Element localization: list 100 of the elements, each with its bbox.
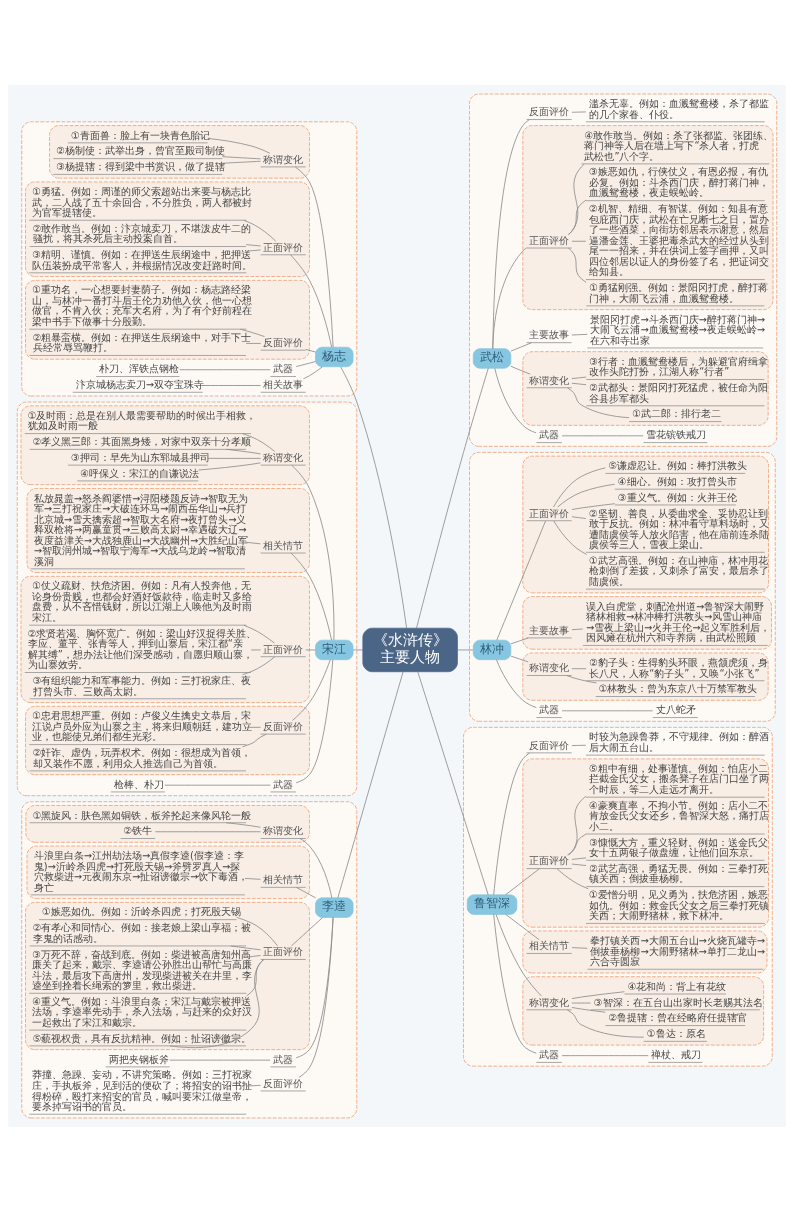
node-text: 滥杀无辜。例如：血溅鸳鸯楼，杀了都监的几个家眷、仆役。 xyxy=(588,98,769,120)
connector xyxy=(553,467,606,508)
node-text: ②求贤若渴、胸怀宽广。例如：梁山好汉捉得关胜、李应、董平、张青等人，押到山寨后，宋江都“亲解其缚”，想办法让他们深受感动，自愿归顺山寨，为山寨效劳。 xyxy=(27,627,257,671)
connector xyxy=(225,822,261,828)
node-text: ②粗暴蛮横。例如：在押送生辰纲途中，对手下士兵经常辱骂鞭打。 xyxy=(32,331,252,354)
node-text: 雪花镔铁戒刀 xyxy=(646,429,707,441)
connector xyxy=(571,744,587,746)
connector xyxy=(566,675,597,684)
connector xyxy=(352,649,364,651)
node-text: 正面评价 xyxy=(263,643,304,655)
connector xyxy=(493,752,530,896)
node-text: 正面评价 xyxy=(529,855,570,867)
connector xyxy=(567,833,587,856)
connector xyxy=(510,637,529,645)
connector xyxy=(567,387,630,419)
node-box: 《水浒传》主要人物 xyxy=(362,627,458,673)
node-text: 武器 xyxy=(539,1049,560,1061)
node-text: ③智深：在五台山出家时长老赐其法名 xyxy=(593,996,763,1008)
node-text: 枪棒、朴刀 xyxy=(113,778,164,790)
node-text: 称谓变化 xyxy=(529,996,570,1008)
node-text: 朴刀、浑铁点钢枪 xyxy=(99,363,180,375)
connector xyxy=(179,369,271,371)
connector xyxy=(242,433,276,452)
node-text: ②杨制使：武举出身，曾官至殿司制使 xyxy=(56,145,226,157)
connector xyxy=(510,655,529,663)
connector xyxy=(416,367,489,629)
node-text: ④细心。例如：攻打曾头市 xyxy=(617,475,737,487)
node-text: 正面评价 xyxy=(529,507,570,519)
connector xyxy=(295,361,316,367)
connector xyxy=(561,1055,649,1057)
node-text: ①及时雨：总是在别人最需要帮助的时候出手相救，犹如及时雨一般 xyxy=(27,409,257,432)
connector xyxy=(571,991,625,999)
connector xyxy=(571,857,587,860)
node-text: ①仗义疏财、扶危济困。例如：凡有人投奔他，无论身份贵贱，也都会好酒好饭款待，临走时又多给盘费，从不吝惜钱财，所以江湖上人唤他为及时雨宋江。 xyxy=(32,580,253,623)
connector xyxy=(290,254,333,348)
connector xyxy=(571,516,587,519)
connector xyxy=(246,1084,262,1087)
node-text: 称谓变化 xyxy=(529,374,570,386)
node-text: ②孝义黑三郎：其面黑身矮，对家中双亲十分孝顺 xyxy=(32,436,252,448)
connector xyxy=(567,199,587,235)
connector xyxy=(244,541,261,545)
connector xyxy=(298,917,334,1078)
connector xyxy=(305,349,316,353)
connector xyxy=(303,366,323,380)
connector xyxy=(571,503,616,510)
node-text: ②豹子头：生得豹头环眼，燕颔虎须，身长八尺，人称“豹子头”，又唤“小张飞” xyxy=(589,657,769,679)
connector xyxy=(222,160,261,164)
connector xyxy=(243,624,275,644)
connector xyxy=(242,733,267,748)
connector xyxy=(250,649,261,651)
node-text: ①勇猛刚强。例如：景阳冈打虎，醉打蒋门神，大闹飞云浦，血溅鸳鸯楼。 xyxy=(589,282,769,304)
connector xyxy=(492,119,530,350)
connector xyxy=(222,156,261,160)
connector xyxy=(571,333,588,336)
node-text: ④花和尚：背上有花纹 xyxy=(627,980,727,992)
node-text: ①重功名，一心想要封妻荫子。例如：杨志路经梁山，与林冲一番打斗后王伦力劝他入伙，他一心想做官，不肯入伙；充军大名府，为了有个好前程在梁中书手下做事十分殷勤。 xyxy=(32,284,253,327)
node-text: ③押司：早先为山东郓城县押司 xyxy=(70,451,210,463)
node-box: 鲁智深 xyxy=(466,894,518,915)
connector xyxy=(230,945,261,951)
node-text: ①武二郎：排行老二 xyxy=(632,408,721,420)
connector xyxy=(571,1002,591,1004)
node-text: 反面评价 xyxy=(263,720,304,732)
connector xyxy=(198,462,261,471)
node-text: ②机智、精细、有智谋。例如：知县有意包庇西门庆，武松在亡兄断七之日，置办了一些酒菜，向街坊邻居表示谢意，然后逼潘金莲、王婆把毒杀武大的经过从头到尾一一招来，并在供词上签字画押，又叫四位邻居以证人的身份签了名，把证词交给知县。 xyxy=(588,203,769,278)
node-text: 武器 xyxy=(273,778,294,790)
cluster xyxy=(21,121,358,397)
connector xyxy=(495,914,542,997)
node-text: 主要故事 xyxy=(529,329,570,341)
connector xyxy=(299,838,333,899)
cluster xyxy=(522,125,774,311)
connector xyxy=(553,520,588,555)
connector xyxy=(561,710,654,712)
node-text: 正面评价 xyxy=(263,241,304,253)
connector xyxy=(225,448,261,455)
node-box: 武松 xyxy=(472,348,512,369)
connector xyxy=(291,464,335,641)
connector xyxy=(239,328,265,338)
connector xyxy=(571,376,587,380)
node-text: 反面评价 xyxy=(263,336,304,348)
node-text: ②武艺高强，勇猛无畏。例如：三拳打死镇关西；倒拔垂杨柳。 xyxy=(589,862,769,885)
node-text: 景阳冈打虎→斗杀西门庆→醉打蒋门神→大闹飞云浦→血溅鸳鸯楼→夜走蜈蚣岭→在六和寺出家 xyxy=(590,313,765,346)
node-text: ②敢作敢当。例如：汴京城卖刀，不堪泼皮牛二的骚扰，将其杀死后主动投案自首。 xyxy=(32,222,252,245)
node-text: 禅杖、戒刀 xyxy=(651,1049,702,1061)
connector xyxy=(169,1059,271,1061)
node-box: 宋江 xyxy=(315,639,354,661)
node-text: ①林教头：曾为东京八十万禁军教头 xyxy=(598,683,758,695)
connector xyxy=(290,552,332,641)
connector xyxy=(571,628,584,631)
node-text: 私放晁盖→怒杀阎婆惜→浔阳楼题反诗→智取无为军→三打祝家庄→大破连环马→闹西岳华山→兵打北京城→雪天擒索超→智取大名府→夜打曾头→义释双枪将→两赢童贯→三败高太尉→幸遇破大辽→夜度益津关→大战独鹿山→大战幽州→大胜纪山军→智取润州城→智取宁海军→大战乌龙岭→智取清溪洞 xyxy=(33,492,249,567)
connector xyxy=(246,726,262,728)
connector xyxy=(493,914,537,1054)
connector xyxy=(164,784,271,786)
connector xyxy=(243,219,277,242)
node-text: 武器 xyxy=(539,704,560,716)
cluster xyxy=(522,976,765,1046)
node-text: 反面评价 xyxy=(529,739,570,751)
connector xyxy=(567,247,587,283)
node-text: ②鲁提辖：曾在经略府任提辖官 xyxy=(608,1012,748,1024)
cluster xyxy=(21,801,358,1119)
node-text: ⑤粗中有细，处事谨慎。例如：怕店小二拦截金氏父女，搬条凳子在店门口坐了两个时辰，等二人走远才离开。 xyxy=(588,762,769,795)
